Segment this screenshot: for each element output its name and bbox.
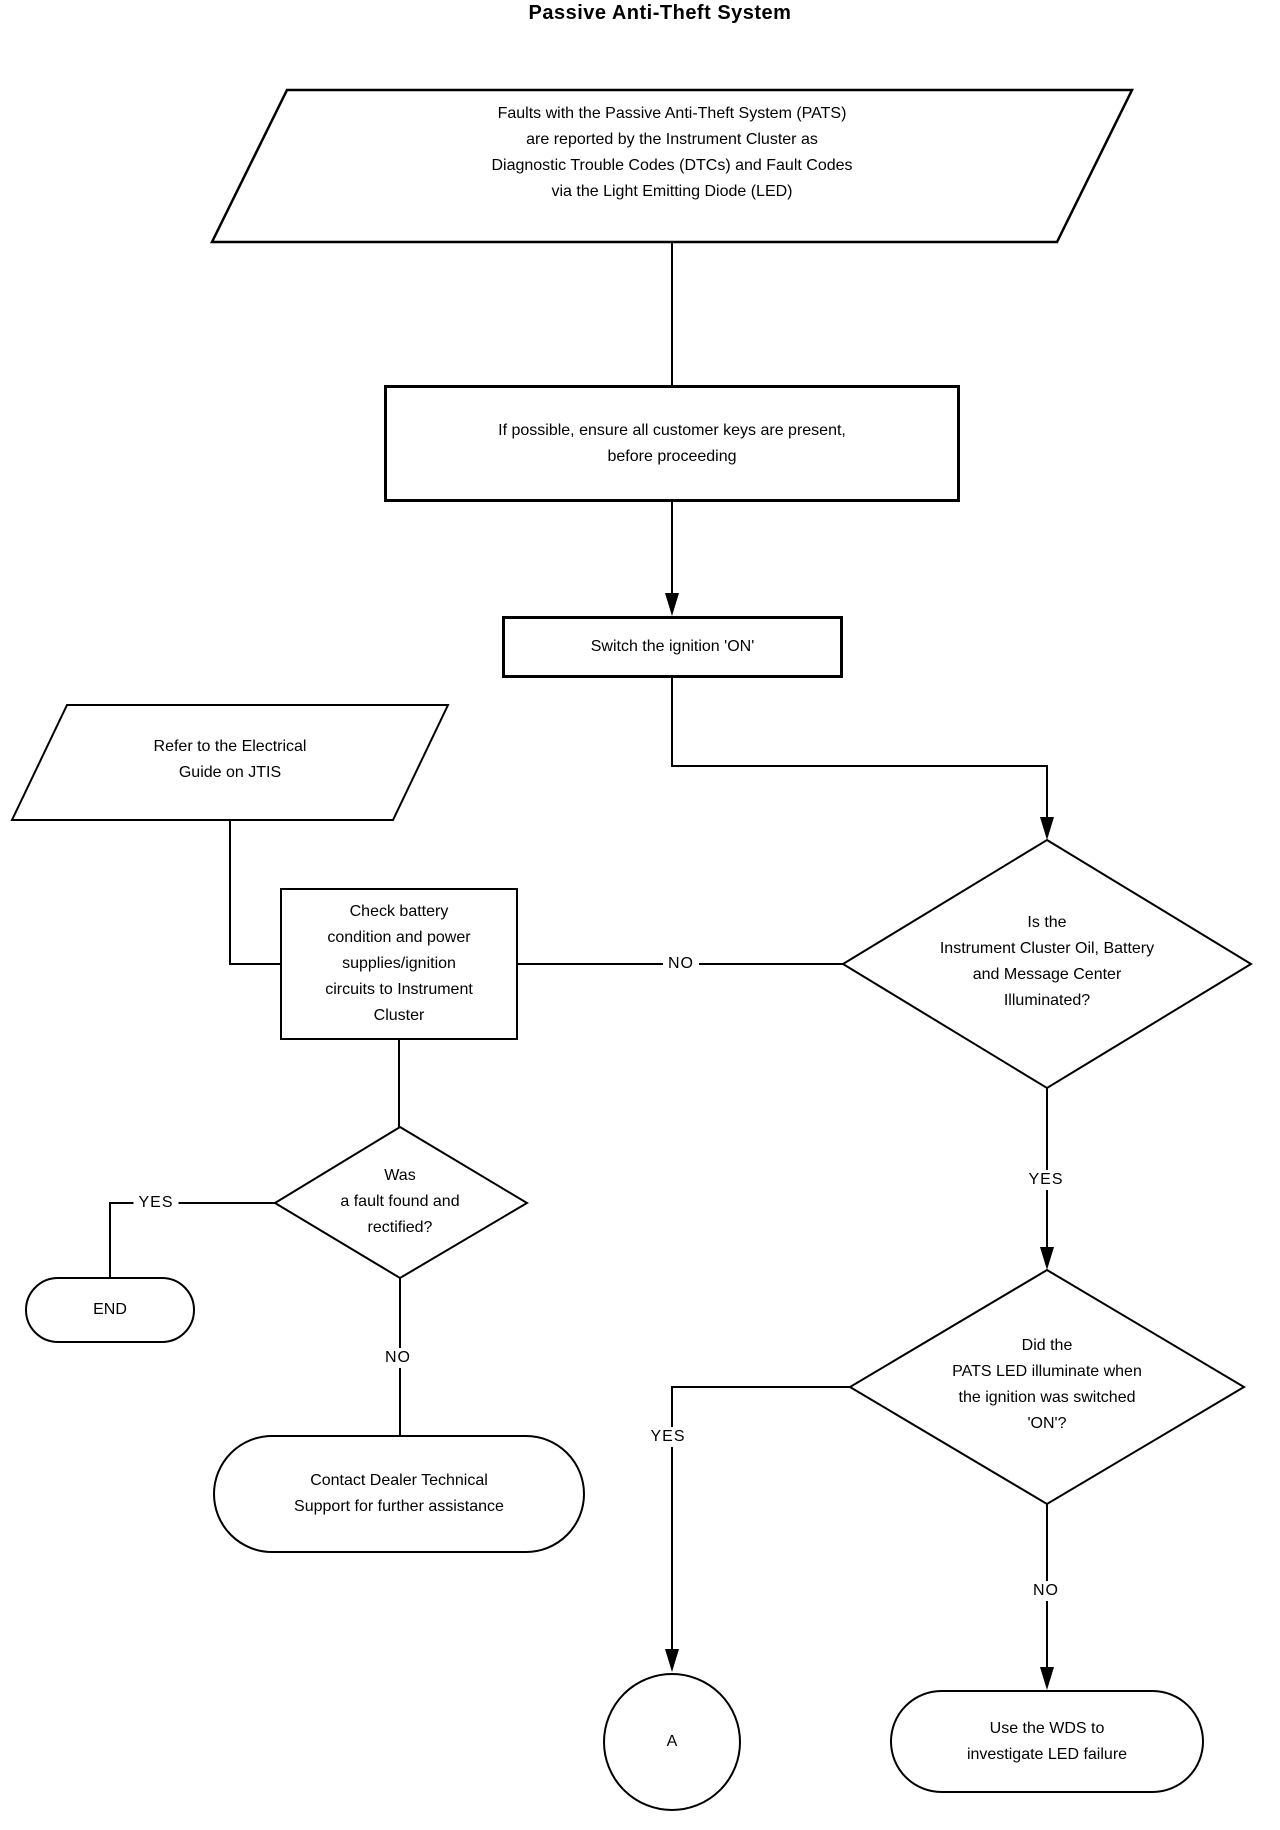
edge-label-led-yes: YES xyxy=(645,1427,691,1447)
arrowhead-into-connector-a xyxy=(665,1649,679,1672)
arrowhead-into-cluster-decision xyxy=(1040,817,1054,840)
arrowhead-into-ignition xyxy=(665,593,679,616)
edge-ignition-to-cluster-decision xyxy=(671,678,1048,819)
connector-a-label: A xyxy=(666,1733,678,1750)
edge-led-yes-to-connector-a xyxy=(671,1386,850,1651)
connector-a-circle: A xyxy=(603,1673,741,1811)
page-title: Passive Anti-Theft System xyxy=(528,2,792,24)
arrowhead-into-wds xyxy=(1040,1667,1054,1690)
edge-label-fault-yes: YES xyxy=(133,1193,179,1213)
edge-label-cluster-no: NO xyxy=(663,954,699,974)
refer-jtis-parallelogram xyxy=(10,704,450,821)
edge-label-fault-no: NO xyxy=(380,1348,416,1368)
intro-label: Faults with the Passive Anti-Theft Syste… xyxy=(491,105,853,200)
check-battery-box: Check battery condition and power suppli… xyxy=(280,888,518,1040)
intro-parallelogram xyxy=(209,88,1135,244)
contact-dealer-label: Contact Dealer Technical Support for fur… xyxy=(294,1472,504,1515)
end-label: END xyxy=(93,1301,127,1318)
cluster-illuminated-label: Is the Instrument Cluster Oil, Battery a… xyxy=(939,914,1155,1009)
edge-label-cluster-yes: YES xyxy=(1023,1170,1069,1190)
contact-dealer-terminator: Contact Dealer Technical Support for fur… xyxy=(213,1435,585,1553)
edge-jtis-to-check-battery xyxy=(229,820,280,965)
cluster-illuminated-diamond xyxy=(841,838,1253,1090)
pats-led-diamond xyxy=(848,1268,1246,1506)
fault-rectified-diamond xyxy=(273,1125,529,1280)
edge-label-led-no: NO xyxy=(1028,1581,1064,1601)
check-battery-label: Check battery condition and power suppli… xyxy=(325,903,473,1024)
pats-led-label: Did the PATS LED illuminate when the ign… xyxy=(952,1337,1142,1432)
switch-ignition-label: Switch the ignition 'ON' xyxy=(590,638,755,655)
ensure-keys-box: If possible, ensure all customer keys ar… xyxy=(384,385,960,502)
arrowhead-into-led-decision xyxy=(1040,1247,1054,1270)
fault-rectified-label: Was a fault found and rectified? xyxy=(340,1167,460,1236)
use-wds-label: Use the WDS to investigate LED failure xyxy=(966,1719,1128,1763)
use-wds-terminator: Use the WDS to investigate LED failure xyxy=(890,1690,1204,1793)
switch-ignition-box: Switch the ignition 'ON' xyxy=(502,616,843,678)
ensure-keys-label: If possible, ensure all customer keys ar… xyxy=(498,421,846,465)
end-terminator: END xyxy=(25,1277,195,1343)
refer-jtis-label: Refer to the Electrical Guide on JTIS xyxy=(153,738,307,781)
edge-fault-yes-to-end xyxy=(109,1202,275,1277)
